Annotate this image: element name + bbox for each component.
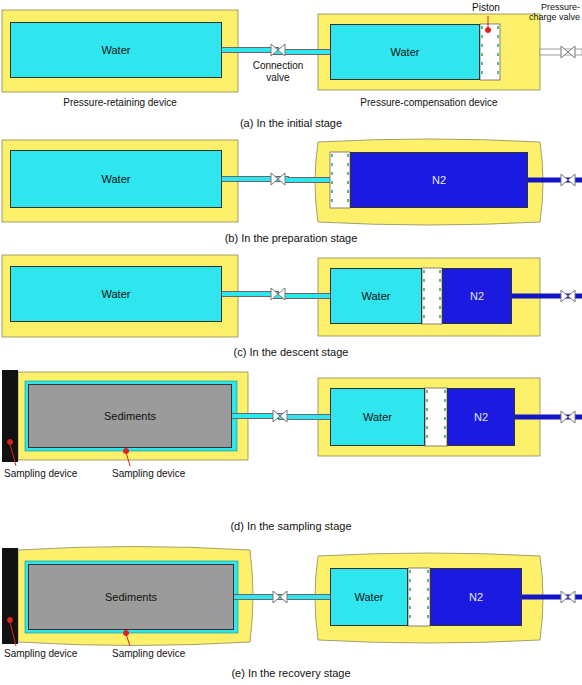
leader-dot <box>124 631 129 636</box>
node-text: Water <box>355 591 384 603</box>
charge-valve <box>561 174 575 186</box>
sampling-device <box>2 548 18 644</box>
charge-valve <box>561 411 575 423</box>
node-text: Water <box>362 290 391 302</box>
leader-dot <box>124 449 129 454</box>
node-text: Water <box>391 46 420 58</box>
connection-valve <box>271 44 285 56</box>
compensation-housing <box>315 553 543 643</box>
retaining-housing <box>18 547 253 646</box>
compensation-housing <box>318 14 540 90</box>
piston-seal <box>482 26 498 78</box>
nitrogen-chamber: N2 <box>350 152 528 208</box>
leader-line <box>10 444 16 466</box>
part-label: Piston <box>472 2 500 14</box>
retaining-housing <box>2 140 238 222</box>
node-text: N2 <box>432 174 446 186</box>
device-label: Pressure-retaining device <box>63 97 176 109</box>
charge-valve <box>561 290 575 302</box>
node-text: Sediments <box>104 410 156 422</box>
water-chamber: Water <box>330 388 425 446</box>
nitrogen-chamber: N2 <box>430 568 522 626</box>
leader-dot <box>8 618 13 623</box>
connection-valve <box>271 288 285 300</box>
node-text: N2 <box>470 290 484 302</box>
connection-valve <box>273 591 287 603</box>
sediment-core: Sediments <box>28 384 232 448</box>
node-text: Water <box>102 44 131 56</box>
piston <box>425 388 447 446</box>
stage-caption: (c) In the descent stage <box>234 346 349 359</box>
charge-valve <box>561 46 575 58</box>
node-text: N2 <box>474 411 488 423</box>
water-chamber: Water <box>330 268 422 324</box>
nitrogen-chamber: N2 <box>447 388 515 446</box>
node-text: N2 <box>469 591 483 603</box>
piston-seal <box>410 570 428 624</box>
sampling-device <box>2 370 18 462</box>
leader-dot <box>8 440 13 445</box>
water-chamber: Water <box>330 24 480 80</box>
node-text: Water <box>102 288 131 300</box>
connection-valve <box>271 173 285 185</box>
leader-line <box>10 622 16 646</box>
compensation-housing <box>315 139 543 225</box>
leader-line <box>488 16 489 28</box>
stage-caption: (b) In the preparation stage <box>225 232 358 245</box>
water-film <box>25 561 238 633</box>
connection-valve <box>273 410 287 422</box>
water-film <box>25 381 237 451</box>
piston <box>480 24 500 80</box>
piston-seal <box>332 154 348 206</box>
stage-caption: (d) In the sampling stage <box>230 520 351 533</box>
retaining-housing <box>2 255 238 337</box>
sediment-core: Sediments <box>28 564 234 630</box>
water-chamber: Water <box>10 150 222 208</box>
nitrogen-chamber: N2 <box>442 268 512 324</box>
water-chamber: Water <box>10 22 222 78</box>
compensation-housing <box>318 258 540 336</box>
part-label: Sampling device <box>112 648 185 660</box>
water-chamber: Water <box>330 568 408 626</box>
stage-caption: (a) In the initial stage <box>240 117 342 130</box>
part-label: Connection valve <box>247 60 309 83</box>
node-text: Water <box>363 411 392 423</box>
leader-line <box>126 452 130 466</box>
charge-valve <box>561 591 575 603</box>
part-label: Sampling device <box>4 468 77 480</box>
node-text: Sediments <box>105 591 157 603</box>
retaining-housing <box>18 372 248 460</box>
part-label: Sampling device <box>112 468 185 480</box>
retaining-housing <box>2 10 238 92</box>
piston <box>422 268 442 324</box>
water-chamber: Water <box>10 266 222 322</box>
part-label: Sampling device <box>4 648 77 660</box>
node-text: Water <box>102 173 131 185</box>
device-label: Pressure-compensation device <box>360 97 497 109</box>
piston <box>408 568 430 626</box>
compensation-housing <box>318 378 540 456</box>
leader-dot <box>486 28 491 33</box>
stage-caption: (e) In the recovery stage <box>231 667 350 680</box>
piston <box>330 152 350 208</box>
piston-seal <box>424 270 440 322</box>
piston-seal <box>427 390 445 444</box>
part-label: Pressure-charge valve <box>526 2 580 23</box>
